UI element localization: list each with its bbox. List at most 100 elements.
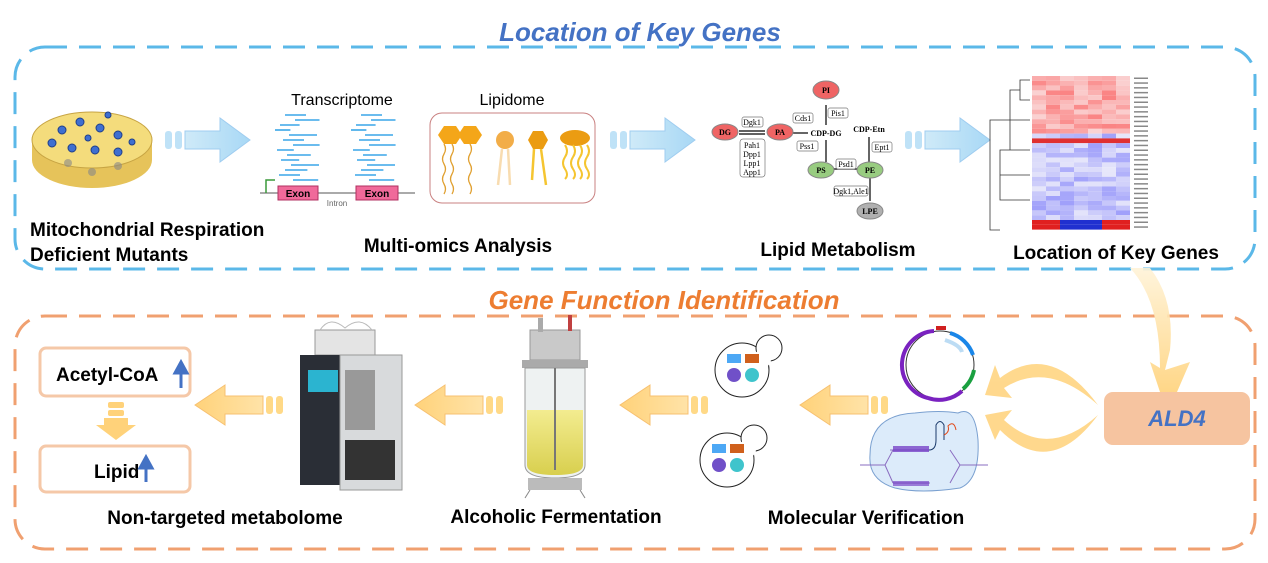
heatmap-cell: [1046, 148, 1060, 153]
lipid-molecules-icon: [429, 112, 596, 204]
heatmap-cell: [1116, 124, 1130, 129]
heatmap-cell: [1116, 133, 1130, 139]
heatmap-cell: [1088, 200, 1102, 206]
heatmap-cell: [1060, 176, 1074, 182]
heatmap-cell: [1088, 80, 1102, 86]
gene-name-label: [1134, 183, 1148, 185]
heatmap-cell: [1060, 128, 1074, 134]
heatmap-cell: [1046, 172, 1060, 177]
heatmap-cell: [1032, 196, 1046, 201]
heatmap-cell: [1088, 128, 1102, 134]
heatmap-cell: [1060, 100, 1074, 105]
multi-omics-label: Multi-omics Analysis: [364, 236, 552, 257]
heatmap-cell: [1046, 119, 1060, 124]
heatmap-cell: [1032, 100, 1046, 105]
heatmap-cell: [1060, 152, 1074, 158]
molecular-verification-label: Molecular Verification: [768, 508, 964, 529]
heatmap-cell: [1060, 109, 1074, 115]
heatmap-cell: [1060, 215, 1074, 220]
heatmap-cell: [1032, 95, 1046, 100]
heatmap-cell: [1102, 76, 1116, 81]
heatmap-cell: [1102, 196, 1116, 201]
heatmap-cell: [1088, 210, 1102, 216]
heatmap-cell: [1060, 119, 1074, 124]
heatmap-cell: [1046, 138, 1060, 144]
heatmap-cell: [1074, 215, 1088, 220]
enzyme-pis1: Pis1: [831, 109, 845, 118]
exon-box-1: [277, 185, 319, 201]
gene-name-label: [1134, 202, 1148, 204]
node-dg: [711, 123, 739, 141]
heatmap-cell: [1032, 114, 1046, 120]
heatmap-cell: [1088, 143, 1102, 148]
heatmap-cell: [1102, 224, 1116, 230]
heatmap-cell: [1116, 200, 1130, 206]
heatmap-cell: [1060, 138, 1074, 144]
heatmap-cell: [1032, 186, 1046, 192]
heatmap-cell: [1088, 90, 1102, 96]
gene-name-label: [1134, 207, 1148, 209]
enzyme-ept1: Ept1: [874, 143, 889, 152]
heatmap-cell: [1102, 205, 1116, 211]
enzyme-cds1: Cds1: [795, 114, 811, 123]
heatmap-cell: [1074, 143, 1088, 148]
heatmap-cell: [1074, 181, 1088, 187]
heatmap-cell: [1102, 85, 1116, 91]
heatmap-cell: [1046, 90, 1060, 96]
heatmap-cell: [1116, 76, 1130, 81]
heatmap-cell: [1032, 181, 1046, 187]
heatmap-cell: [1074, 114, 1088, 120]
up-arrow-icon: [172, 358, 190, 388]
heatmap-cell: [1032, 220, 1046, 225]
down-arrow-icon: [1130, 268, 1190, 392]
heatmap-cell: [1074, 152, 1088, 158]
node-pa: [766, 123, 794, 141]
up-arrow-icon: [137, 453, 155, 482]
heatmap-cell: [1102, 162, 1116, 168]
heatmap-cell: [1116, 109, 1130, 115]
heatmap-cell: [1088, 220, 1102, 225]
dendrogram: [989, 79, 1030, 231]
heatmap-cell: [1116, 95, 1130, 100]
heatmap-cell: [1116, 167, 1130, 172]
lipid-metabolism-label: Lipid Metabolism: [760, 240, 915, 261]
gene-name-label: [1134, 139, 1148, 142]
heatmap-cell: [1046, 109, 1060, 115]
heatmap-cell: [1032, 215, 1046, 220]
heatmap-cell: [1074, 220, 1088, 225]
heatmap-cell: [1046, 162, 1060, 168]
heatmap-cell: [1046, 176, 1060, 182]
yeast-cell-icon: [714, 334, 783, 398]
bottom-section-title: Gene Function Identification: [489, 285, 840, 315]
heatmap-cell: [1074, 109, 1088, 115]
gene-name-label: [1134, 91, 1148, 94]
top-section-title: Location of Key Genes: [499, 17, 781, 47]
heatmap-cell: [1116, 85, 1130, 91]
right-arrow-icon: [165, 117, 251, 163]
gene-name-label: [1134, 159, 1148, 161]
heatmap-cell: [1060, 167, 1074, 172]
heatmap-cell: [1074, 196, 1088, 201]
gene-name-label: [1134, 120, 1148, 123]
gene-name-label: [1134, 178, 1148, 180]
heatmap-cell: [1074, 104, 1088, 110]
heatmap-cell: [1074, 162, 1088, 168]
enzyme-pah1: Pah1: [744, 141, 760, 150]
enzyme-dgk1-ale1: Dgk1,Ale1: [833, 187, 868, 196]
heatmap-cell: [1116, 191, 1130, 196]
heatmap-cell: [1088, 85, 1102, 91]
heatmap-cell: [1074, 85, 1088, 91]
key-genes-label: Location of Key Genes: [1013, 243, 1219, 264]
heatmap-cell: [1060, 90, 1074, 96]
node-pi: [812, 80, 840, 100]
heatmap-cell: [1088, 114, 1102, 120]
heatmap-cell: [1060, 76, 1074, 81]
heatmap-cell: [1102, 119, 1116, 124]
heatmap-cell: [1046, 152, 1060, 158]
ald4-box: [1104, 392, 1250, 445]
heatmap-cell: [1116, 114, 1130, 120]
heatmap-cell: [1088, 138, 1102, 144]
heatmap-cell: [1102, 220, 1116, 225]
heatmap-cell: [1032, 152, 1046, 158]
heatmap-cell: [1032, 104, 1046, 110]
